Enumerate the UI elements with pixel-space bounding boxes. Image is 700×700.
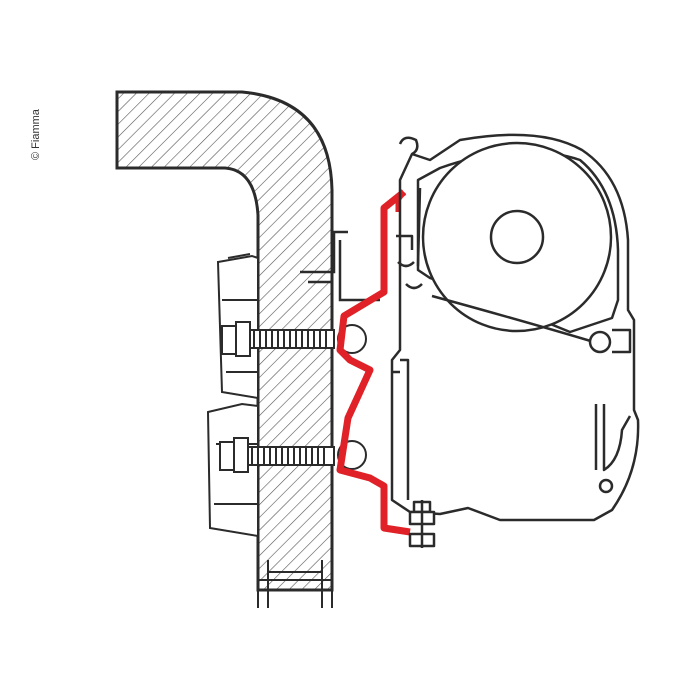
adapter-bracket [336,189,411,536]
awning-cassette [390,133,640,548]
inner-panels [206,253,259,538]
bolt-lower [219,437,367,473]
